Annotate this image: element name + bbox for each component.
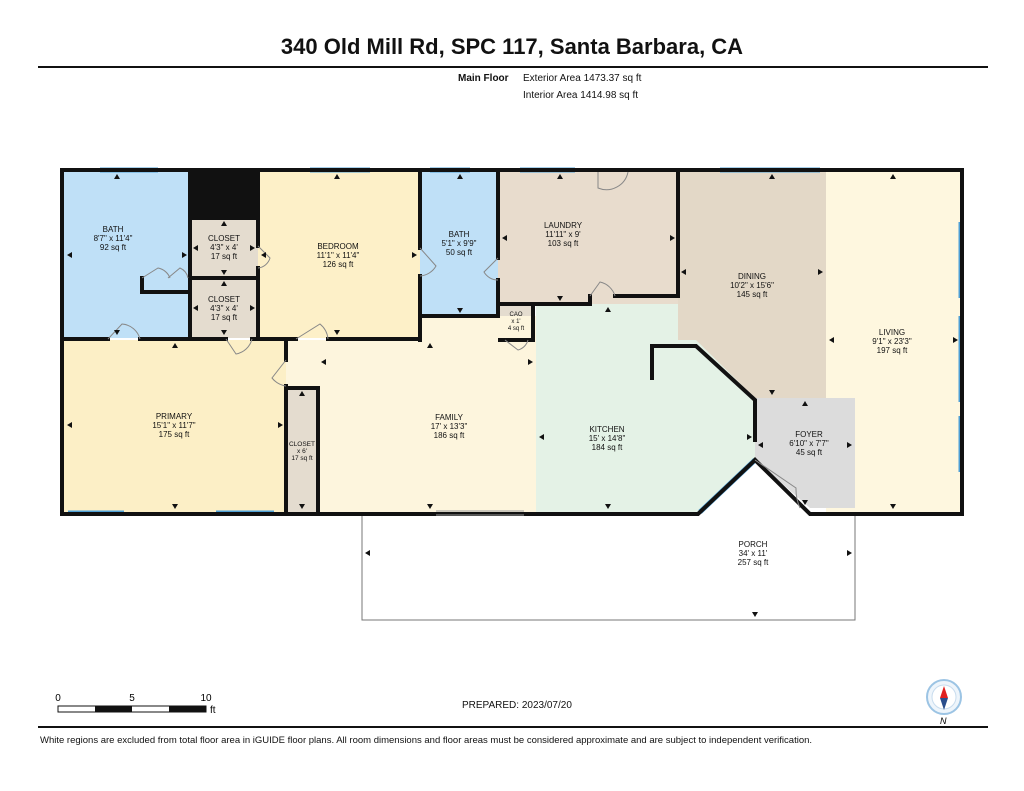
floor-label: Main Floor <box>458 73 509 84</box>
bath1-name: BATH <box>103 225 124 234</box>
bedroom-name: BEDROOM <box>317 242 359 251</box>
kitchen-dims: 15' x 14'8" <box>589 434 626 443</box>
room-foyer <box>755 398 855 508</box>
doors <box>107 171 801 509</box>
room-bath1 <box>64 172 190 338</box>
footer-note: White regions are excluded from total fl… <box>40 735 813 746</box>
bath2-dims: 5'1" x 9'9" <box>442 239 477 248</box>
porch-dims: 34' x 11' <box>739 549 768 558</box>
cao-area: 4 sq ft <box>508 326 525 332</box>
foyer-name: FOYER <box>795 430 823 439</box>
compass-icon: N <box>926 679 962 726</box>
interior-area: Interior Area 1414.98 sq ft <box>523 90 639 101</box>
primary-name: PRIMARY <box>156 412 193 421</box>
closet3-name: CLOSET <box>289 441 315 448</box>
room-family <box>286 316 536 512</box>
room-closet2 <box>190 278 258 338</box>
exterior-area: Exterior Area 1473.37 sq ft <box>523 73 642 84</box>
page-title: 340 Old Mill Rd, SPC 117, Santa Barbara,… <box>280 34 744 59</box>
closet1-area: 17 sq ft <box>211 252 238 261</box>
foyer-area: 45 sq ft <box>796 448 823 457</box>
scale-bar: 0 5 10 ft <box>55 693 216 716</box>
scale-tick-0: 0 <box>55 693 61 704</box>
bath2-area: 50 sq ft <box>446 248 473 257</box>
primary-area: 175 sq ft <box>159 430 190 439</box>
closet2-name: CLOSET <box>208 295 240 304</box>
dining-area: 145 sq ft <box>737 290 768 299</box>
laundry-name: LAUNDRY <box>544 221 583 230</box>
living-name: LIVING <box>879 328 905 337</box>
compass-label: N <box>940 716 947 726</box>
cao-dims: x 1' <box>511 319 520 325</box>
primary-dims: 15'1" x 11'7" <box>152 421 195 430</box>
prepared-date: PREPARED: 2023/07/20 <box>462 700 572 711</box>
porch-outline <box>361 516 856 621</box>
bath1-area: 92 sq ft <box>100 243 127 252</box>
bedroom-area: 126 sq ft <box>323 260 354 269</box>
sliding-door <box>436 510 524 516</box>
porch-name: PORCH <box>739 540 768 549</box>
laundry-area: 103 sq ft <box>548 239 579 248</box>
room-primary <box>64 340 286 512</box>
closet-dark <box>190 172 258 218</box>
closet1-name: CLOSET <box>208 234 240 243</box>
room-bath2 <box>420 172 498 316</box>
dining-dims: 10'2" x 15'6" <box>730 281 774 290</box>
living-dims: 9'1" x 23'3" <box>872 337 912 346</box>
header-divider <box>38 66 988 68</box>
scale-unit: ft <box>210 705 216 716</box>
room-kitchen <box>536 304 755 512</box>
family-dims: 17' x 13'3" <box>431 422 468 431</box>
walls <box>60 168 964 516</box>
footer-divider <box>38 726 988 728</box>
room-closet1 <box>190 218 258 278</box>
closet3-area: 17 sq ft <box>291 455 313 462</box>
family-name: FAMILY <box>435 413 464 422</box>
closet3-dims: x 6' <box>297 448 307 455</box>
laundry-dims: 11'11" x 9' <box>545 230 581 239</box>
bedroom-dims: 11'1" x 11'4" <box>317 251 360 260</box>
dining-name: DINING <box>738 272 766 281</box>
room-laundry <box>498 172 678 304</box>
closet2-area: 17 sq ft <box>211 313 238 322</box>
kitchen-name: KITCHEN <box>589 425 624 434</box>
foyer-dims: 6'10" x 7'7" <box>789 439 829 448</box>
closet2-dims: 4'3" x 4' <box>210 304 238 313</box>
bath1-dims: 8'7" x 11'4" <box>94 234 133 243</box>
scale-tick-5: 5 <box>129 693 135 704</box>
cao-name: CAO <box>509 312 522 318</box>
kitchen-area: 184 sq ft <box>592 443 623 452</box>
dimension-markers <box>67 174 958 617</box>
room-bedroom <box>258 172 420 338</box>
scale-tick-10: 10 <box>200 693 212 704</box>
living-area: 197 sq ft <box>877 346 908 355</box>
room-closet3 <box>286 388 318 512</box>
porch-area: 257 sq ft <box>738 558 769 567</box>
family-area: 186 sq ft <box>434 431 465 440</box>
closet1-dims: 4'3" x 4' <box>210 243 238 252</box>
bath2-name: BATH <box>449 230 470 239</box>
